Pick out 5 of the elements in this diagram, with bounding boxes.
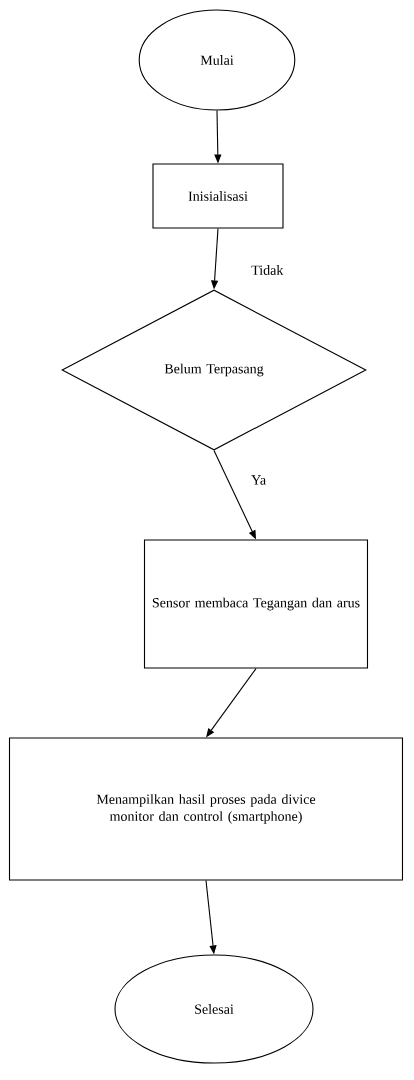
edge-label: Ya [250,474,268,486]
process-box: Inisialisasi [152,163,284,229]
process-box: Sensor membaca Tegangan dan arus [143,539,369,669]
edge-label: Tidak [250,264,285,276]
process-box: Menampilkan hasil proses pada divice monitor dan control (smartphone) [8,737,404,881]
